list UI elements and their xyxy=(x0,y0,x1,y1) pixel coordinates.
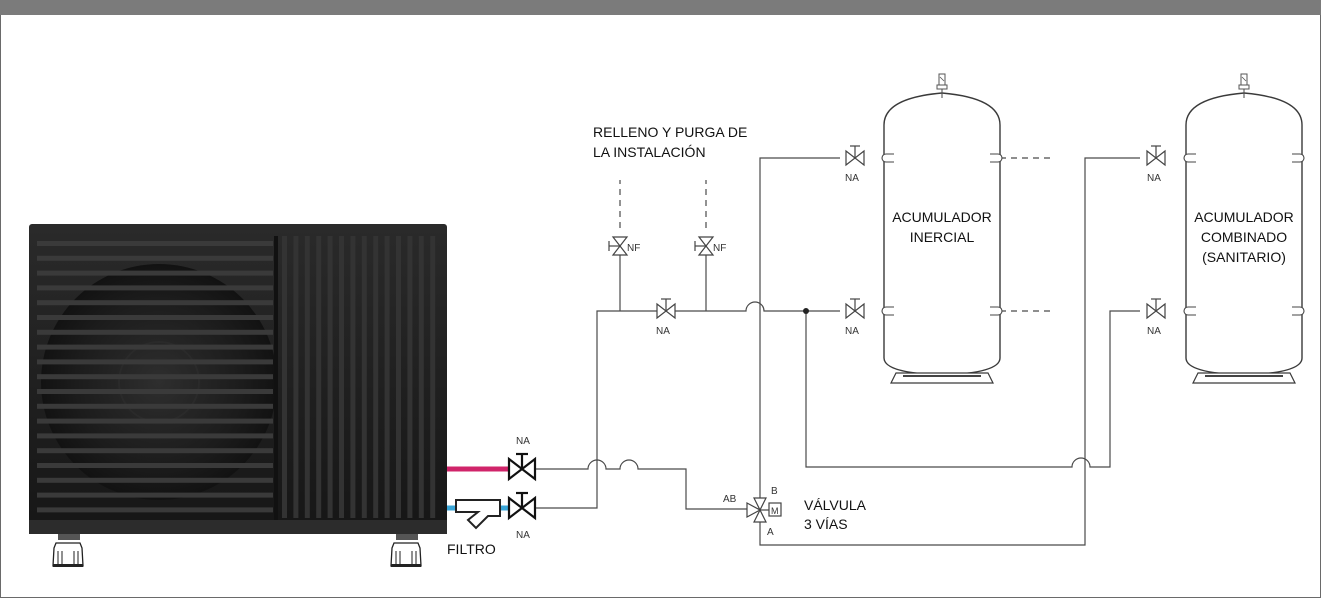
na-label-tank2-top: NA xyxy=(1147,173,1161,184)
valve-tank1-top-icon xyxy=(845,145,865,166)
side-fin xyxy=(361,236,367,518)
port-a-label: A xyxy=(767,527,774,538)
motor-label: M xyxy=(771,506,779,516)
fill-purge-label-1: RELLENO Y PURGA DE xyxy=(593,124,747,140)
side-fin xyxy=(373,236,379,518)
side-fin xyxy=(339,236,344,518)
tank1-label-2: INERCIAL xyxy=(910,229,975,245)
valve3-label-2: 3 VÍAS xyxy=(804,516,848,532)
unit-foot-left xyxy=(52,542,84,567)
nf-label-left: NF xyxy=(627,243,640,254)
pipe-network xyxy=(536,157,1140,546)
tank1-label-1: ACUMULADOR xyxy=(892,209,992,225)
side-fin xyxy=(327,236,333,518)
unit-foot-right xyxy=(390,542,422,567)
louver-slat xyxy=(37,463,273,468)
louver-slat xyxy=(37,315,273,320)
louver-slat xyxy=(37,477,273,483)
na-label-return: NA xyxy=(516,530,530,541)
louver-slat xyxy=(37,492,273,498)
louver-slat xyxy=(37,448,273,454)
louver-slat xyxy=(37,418,273,424)
valve3-label-1: VÁLVULA xyxy=(804,497,867,513)
na-label-tank2-bottom: NA xyxy=(1147,326,1161,337)
port-b-label: B xyxy=(771,486,778,497)
louver-slat xyxy=(37,433,273,439)
louver-slat xyxy=(37,300,273,306)
louver-slat xyxy=(37,285,273,291)
louver-slat xyxy=(37,255,273,261)
tank-inercial-icon xyxy=(881,73,1003,384)
side-fin xyxy=(396,236,401,518)
fill-purge-label-2: LA INSTALACIÓN xyxy=(593,144,706,160)
louver-grille xyxy=(37,241,273,513)
tank2-label-1: ACUMULADOR xyxy=(1194,209,1294,225)
louver-slat xyxy=(37,359,273,365)
side-fin xyxy=(316,236,322,518)
louver-slat xyxy=(37,344,273,350)
louver-slat xyxy=(37,270,273,276)
louver-slat xyxy=(37,329,273,335)
louver-slat xyxy=(37,403,273,409)
na-label-tank1-bottom: NA xyxy=(845,326,859,337)
valve-tank1-bottom-icon xyxy=(845,298,865,319)
return-valve-icon xyxy=(507,491,537,520)
na-label-header: NA xyxy=(656,326,670,337)
heat-pump-unit-icon xyxy=(29,224,447,540)
title-bar xyxy=(0,0,1321,15)
side-fin xyxy=(350,236,356,518)
na-label-supply: NA xyxy=(516,436,530,447)
side-fin xyxy=(430,236,436,518)
side-fin xyxy=(407,236,413,518)
valve-tank2-bottom-icon xyxy=(1146,298,1166,319)
louver-slat xyxy=(37,389,273,394)
three-way-valve-icon xyxy=(746,497,782,523)
valve-header-icon xyxy=(656,298,676,319)
louver-slat xyxy=(37,374,273,380)
louver-slat xyxy=(37,507,273,513)
port-ab-label: AB xyxy=(723,494,737,505)
tank-combinado-icon xyxy=(1183,73,1305,384)
valve-nf-right-icon xyxy=(694,236,714,256)
valve-tank2-top-icon xyxy=(1146,145,1166,166)
valve-nf-left-icon xyxy=(608,236,628,256)
filter-label: FILTRO xyxy=(447,541,496,557)
supply-valve-icon xyxy=(507,452,537,481)
side-fin xyxy=(418,236,424,518)
nf-label-right: NF xyxy=(713,243,726,254)
side-fin xyxy=(384,236,390,518)
na-label-tank1-top: NA xyxy=(845,173,859,184)
side-fin xyxy=(282,236,287,518)
side-fin xyxy=(293,236,299,518)
side-fins xyxy=(282,236,436,518)
louver-slat xyxy=(37,241,273,246)
side-fin xyxy=(304,236,310,518)
y-strainer-filter-icon xyxy=(455,499,501,530)
tank2-label-2: COMBINADO xyxy=(1201,229,1287,245)
tank2-label-3: (SANITARIO) xyxy=(1202,249,1286,265)
